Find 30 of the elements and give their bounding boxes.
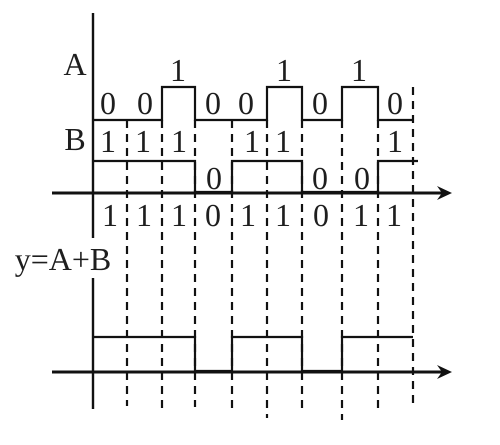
logic-value: 1 (170, 54, 186, 86)
logic-value: 0 (313, 199, 329, 231)
logic-value: 1 (387, 125, 403, 157)
logic-value: 0 (312, 162, 328, 194)
logic-value: 0 (205, 87, 221, 119)
logic-value: 1 (240, 199, 256, 231)
logic-value: 1 (102, 199, 118, 231)
logic-value: 0 (100, 87, 116, 119)
logic-value: 0 (312, 87, 328, 119)
logic-value: 1 (136, 199, 152, 231)
logic-value: 1 (276, 54, 292, 86)
logic-value: 0 (238, 87, 254, 119)
logic-value: 1 (353, 199, 369, 231)
logic-value: 1 (275, 125, 291, 157)
logic-value: 1 (386, 199, 402, 231)
logic-value: 0 (354, 162, 370, 194)
signal-name: A (63, 48, 87, 80)
logic-value: 1 (275, 199, 291, 231)
logic-value: 1 (351, 54, 367, 86)
logic-value: 0 (387, 87, 403, 119)
logic-value: 1 (100, 125, 116, 157)
logic-value: 0 (205, 199, 221, 231)
logic-value: 1 (171, 199, 187, 231)
logic-value: 0 (137, 87, 153, 119)
output-expression: y=A+B (14, 243, 112, 275)
logic-value: 0 (206, 162, 222, 194)
logic-value: 1 (171, 125, 187, 157)
logic-value: 1 (244, 125, 260, 157)
logic-value: 1 (135, 125, 151, 157)
signal-name: B (64, 123, 86, 155)
